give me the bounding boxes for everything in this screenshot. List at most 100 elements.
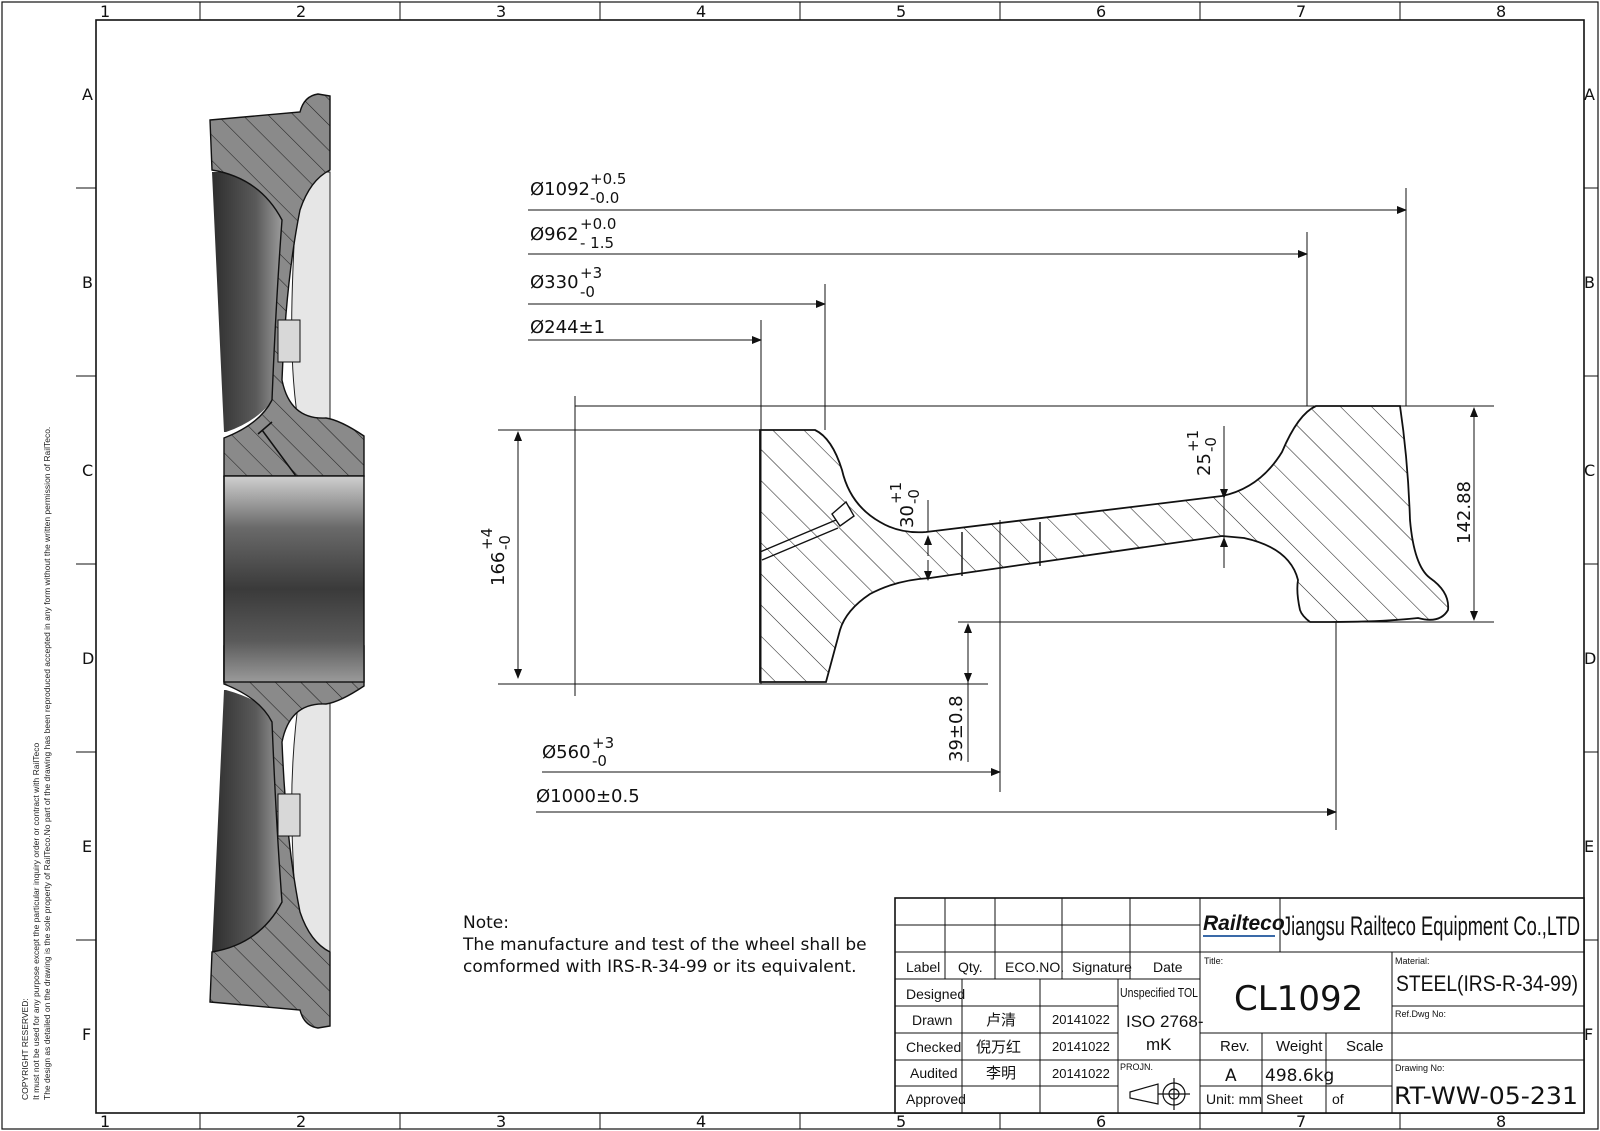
column-label-5: 5	[896, 2, 906, 21]
dim-330-value: Ø330	[530, 272, 579, 293]
dim-244-value: Ø244±1	[530, 317, 605, 338]
column-label-6-bottom: 6	[1096, 1112, 1106, 1131]
column-label-7-bottom: 7	[1296, 1112, 1306, 1131]
audited-label: Audited	[910, 1065, 957, 1081]
drawn-name: 卢清	[986, 1011, 1016, 1029]
column-label-6: 6	[1096, 2, 1106, 21]
row-label-f: F	[82, 1025, 91, 1044]
tolerance-label: Unspecified TOL	[1120, 985, 1198, 1000]
dim-1092-upper: +0.5	[590, 170, 626, 188]
dim-560-value: Ø560	[542, 742, 591, 763]
note-line-2: comformed with IRS-R-34-99 or its equiva…	[463, 957, 857, 977]
header-date: Date	[1153, 959, 1183, 975]
ref-dwg-caption: Ref.Dwg No:	[1395, 1009, 1446, 1019]
dim-166-upper: +4	[478, 528, 496, 550]
row-label-c: C	[82, 461, 93, 480]
designed-label: Designed	[906, 986, 965, 1002]
row-label-e: E	[82, 837, 92, 856]
row-label-b-right: B	[1584, 273, 1595, 292]
row-label-c-right: C	[1584, 461, 1595, 480]
row-label-f-right: F	[1584, 1025, 1593, 1044]
drawing-note: Note: The manufacture and test of the wh…	[463, 912, 883, 978]
dim-25-lower: -0	[1202, 437, 1220, 452]
dim-330-lower: -0	[580, 283, 595, 301]
drawn-label: Drawn	[912, 1012, 952, 1028]
dim-30-value: 30	[897, 505, 918, 528]
dim-962-lower: - 1.5	[580, 234, 614, 252]
wheel-half-section	[759, 405, 1450, 683]
company-logo: Railteco	[1203, 912, 1285, 935]
copyright-line-1: It must not be used for any purpose exce…	[31, 742, 41, 1100]
dim-962-value: Ø962	[530, 224, 579, 245]
column-label-3: 3	[496, 2, 506, 21]
column-label-2: 2	[296, 2, 306, 21]
column-label-8: 8	[1496, 2, 1506, 21]
header-signature: Signature	[1072, 959, 1132, 975]
dim-25-value: 25	[1194, 453, 1215, 476]
row-label-d-right: D	[1584, 649, 1596, 668]
tolerance-line1: ISO 2768-	[1126, 1012, 1204, 1031]
approved-label: Approved	[906, 1091, 966, 1107]
of-label: of	[1332, 1091, 1344, 1107]
column-label-5-bottom: 5	[896, 1112, 906, 1131]
checked-label: Checked	[906, 1039, 961, 1055]
scale-label: Scale	[1346, 1038, 1384, 1055]
audited-date: 20141022	[1052, 1066, 1110, 1081]
wheel-side-view	[209, 93, 365, 1029]
dim-330-upper: +3	[580, 264, 602, 282]
row-label-a-right: A	[1584, 85, 1595, 104]
rev-value: A	[1225, 1066, 1237, 1086]
projection-label: PROJN.	[1120, 1062, 1153, 1072]
dimension-labels: Ø1092 +0.5 -0.0 Ø962 +0.0 - 1.5 Ø330 +3 …	[478, 170, 1475, 807]
drawing-no-caption: Drawing No:	[1395, 1063, 1445, 1073]
dim-30-lower: -0	[905, 489, 923, 504]
dim-142-value: 142.88	[1454, 481, 1475, 544]
copyright-line-2: The design as detailed on the drawing is…	[42, 426, 52, 1100]
dim-30-upper: +1	[887, 482, 905, 504]
column-label-2-bottom: 2	[296, 1112, 306, 1131]
projection-symbol-icon	[1129, 1078, 1190, 1110]
checked-name: 倪万红	[976, 1038, 1021, 1056]
column-label-3-bottom: 3	[496, 1112, 506, 1131]
dim-560-lower: -0	[592, 752, 607, 770]
header-eco: ECO.NO.	[1005, 959, 1064, 975]
column-label-4: 4	[696, 2, 706, 21]
drawn-date: 20141022	[1052, 1012, 1110, 1027]
row-label-d: D	[82, 649, 94, 668]
dim-560-upper: +3	[592, 734, 614, 752]
weight-label: Weight	[1276, 1038, 1323, 1055]
header-qty: Qty.	[958, 959, 983, 975]
header-label: Label	[906, 959, 940, 975]
drawing-number: RT-WW-05-231	[1394, 1082, 1578, 1110]
column-label-1: 1	[100, 2, 110, 21]
tolerance-line2: mK	[1146, 1035, 1172, 1054]
drawing-title: CL1092	[1234, 979, 1363, 1019]
dim-1092-lower: -0.0	[590, 189, 619, 207]
row-label-a: A	[82, 85, 93, 104]
rev-label: Rev.	[1220, 1038, 1250, 1055]
copyright-notice: COPYRIGHT RESERVED: It must not be used …	[20, 427, 53, 1100]
dim-166-lower: -0	[496, 535, 514, 550]
dim-1000-value: Ø1000±0.5	[536, 786, 640, 807]
checked-date: 20141022	[1052, 1039, 1110, 1054]
material-value: STEEL(IRS-R-34-99)	[1396, 971, 1578, 996]
column-label-8-bottom: 8	[1496, 1112, 1506, 1131]
dim-1092-value: Ø1092	[530, 179, 590, 200]
audited-name: 李明	[986, 1064, 1016, 1082]
sheet-label: Sheet	[1266, 1091, 1303, 1107]
company-name: Jiangsu Railteco Equipment Co.,LTD	[1282, 911, 1580, 941]
title-block: Railteco Jiangsu Railteco Equipment Co.,…	[894, 897, 1585, 1114]
copyright-title: COPYRIGHT RESERVED:	[20, 998, 30, 1100]
dim-25-upper: +1	[1184, 430, 1202, 452]
title-caption: Title:	[1204, 956, 1223, 966]
dimension-lines	[498, 188, 1494, 830]
column-label-4-bottom: 4	[696, 1112, 706, 1131]
dim-962-upper: +0.0	[580, 215, 616, 233]
note-heading: Note:	[463, 913, 509, 933]
column-label-1-bottom: 1	[100, 1112, 110, 1131]
row-label-e-right: E	[1584, 837, 1594, 856]
material-caption: Material:	[1395, 956, 1430, 966]
weight-value: 498.6kg	[1265, 1066, 1334, 1086]
